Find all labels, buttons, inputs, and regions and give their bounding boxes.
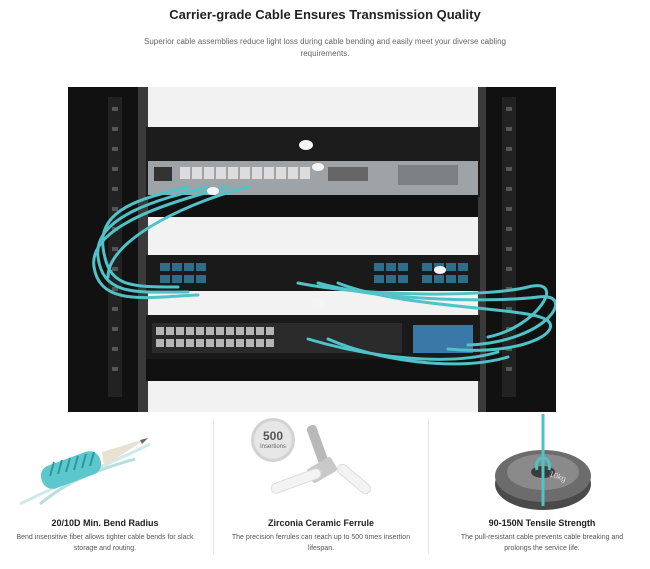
bent-cable-icon (19, 438, 151, 506)
weight-icon (495, 414, 591, 510)
feature-tensile: 10kg 90-150N Tensile Strength The pull-r… (437, 414, 647, 564)
section-title: Carrier-grade Cable Ensures Transmission… (169, 7, 481, 22)
feature-title: 90-150N Tensile Strength (488, 518, 596, 528)
rack-photo (68, 87, 556, 412)
feature-title: Zirconia Ceramic Ferrule (267, 518, 375, 528)
section-subtitle: Superior cable assemblies reduce light l… (144, 37, 506, 58)
feature-ferrule: 500 Insertions Zirconia Ceramic Ferrule … (216, 414, 426, 564)
insertions-badge-value: 500 (262, 429, 284, 443)
divider (428, 418, 429, 554)
feature-description: The pull-resistant cable prevents cable … (460, 534, 624, 552)
feature-description: Bend insensitive fiber allows tighter ca… (16, 534, 194, 552)
feature-bend-radius: 20/10D Min. Bend Radius Bend insensitive… (0, 414, 210, 564)
feature-title: 20/10D Min. Bend Radius (51, 518, 159, 528)
feature-description: The precision ferrules can reach up to 5… (231, 534, 411, 552)
divider (213, 418, 214, 554)
insertions-badge-label: Insertions (259, 444, 286, 450)
ferrule-icon (251, 418, 371, 495)
